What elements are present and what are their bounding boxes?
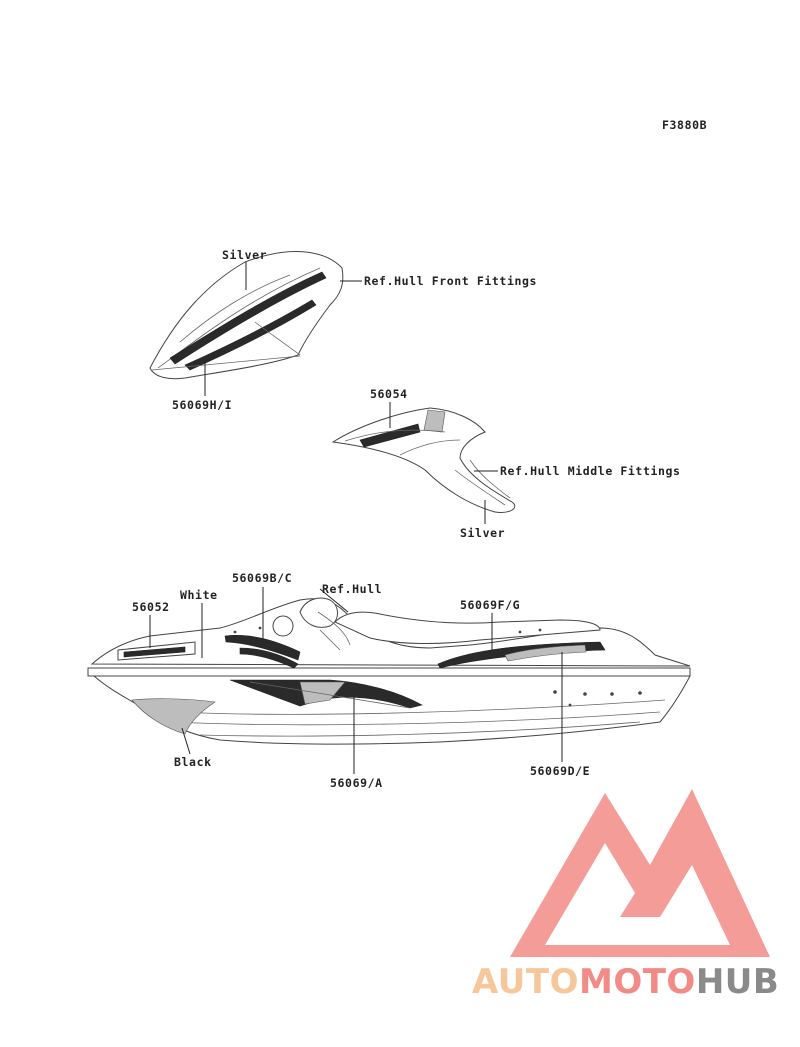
label-56069a: 56069/A <box>330 776 383 790</box>
label-silver-top: Silver <box>222 248 267 262</box>
label-white: White <box>180 588 218 602</box>
label-56069bc: 56069B/C <box>232 571 292 585</box>
label-black: Black <box>174 755 212 769</box>
automotohub-logo-icon <box>510 789 770 957</box>
figure-code: F3880B <box>662 118 707 132</box>
logo-text-hub: HUB <box>695 962 780 1002</box>
label-ref-hull-front: Ref.Hull Front Fittings <box>364 274 537 288</box>
label-ref-hull: Ref.Hull <box>322 582 382 596</box>
logo-triangle-shape <box>510 789 770 957</box>
logo-text-auto: AUTO <box>472 962 579 1002</box>
label-56069hi: 56069H/I <box>172 398 232 412</box>
leader-black <box>181 727 191 755</box>
logo-text-moto: MOTO <box>578 962 696 1002</box>
front-fitting-part <box>149 251 344 380</box>
middle-fitting-part <box>331 407 516 513</box>
label-56069fg: 56069F/G <box>460 598 520 612</box>
label-silver-middle: Silver <box>460 526 505 540</box>
logo-wordmark: AUTOMOTOHUB <box>472 962 779 1002</box>
leader-ref-hull <box>319 588 349 613</box>
label-ref-hull-middle: Ref.Hull Middle Fittings <box>500 464 681 478</box>
label-56069de: 56069D/E <box>530 764 590 778</box>
label-56054: 56054 <box>370 387 408 401</box>
label-56052: 56052 <box>132 600 170 614</box>
jetski-hull <box>87 597 691 745</box>
